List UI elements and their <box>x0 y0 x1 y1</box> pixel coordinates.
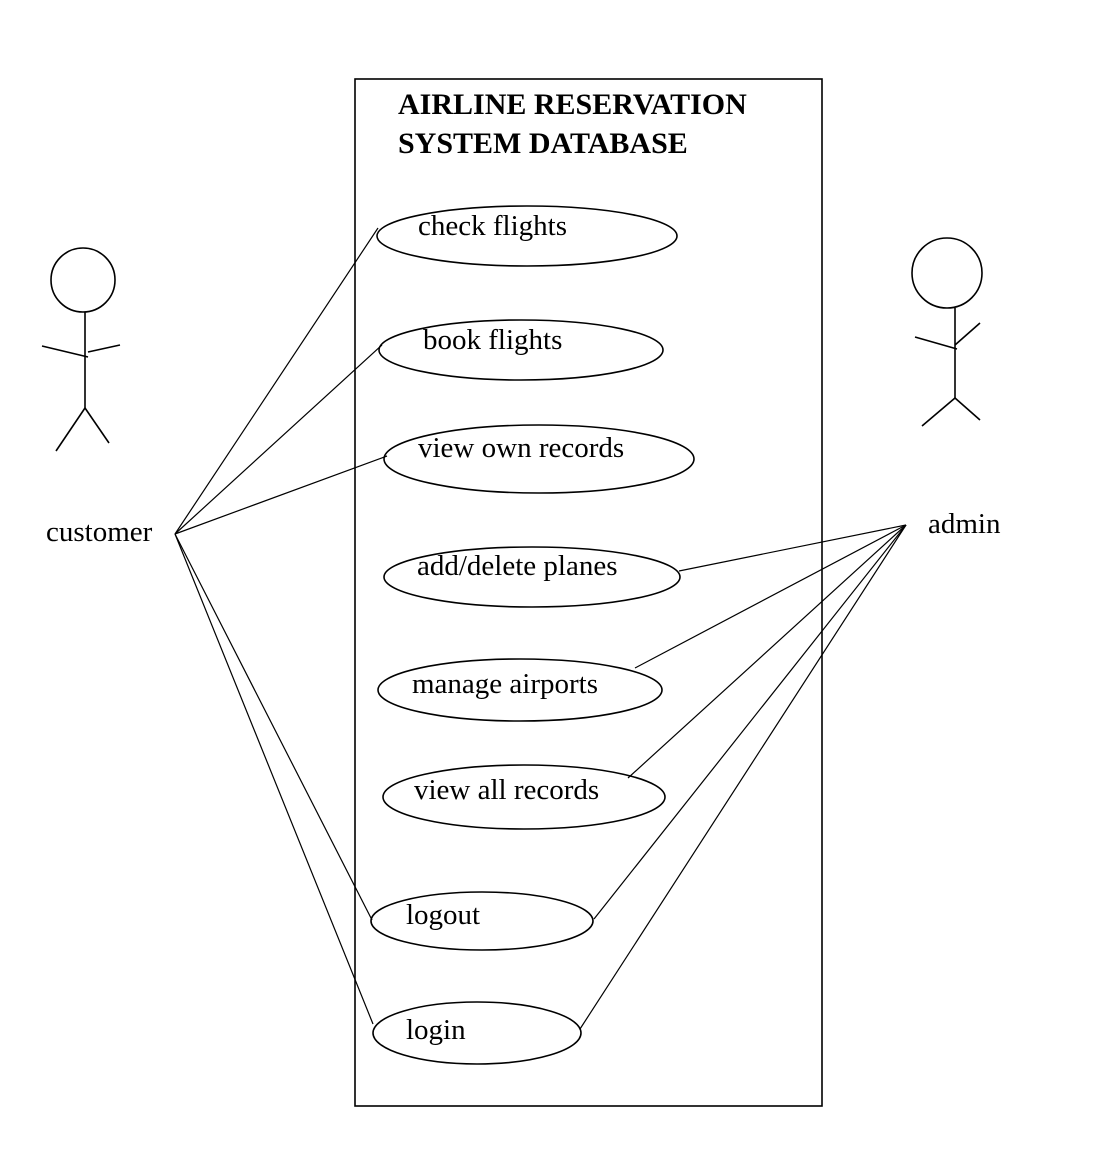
use-case-label: view all records <box>414 774 599 806</box>
use-case-label: login <box>406 1014 466 1046</box>
use-case-view-own-records[interactable]: view own records <box>383 424 695 494</box>
use-case-ellipse <box>383 546 681 608</box>
use-case-logout[interactable]: logout <box>370 891 594 951</box>
use-case-login[interactable]: login <box>372 1001 582 1065</box>
use-case-ellipse <box>382 764 666 830</box>
use-case-label: logout <box>406 899 480 931</box>
association-admin-logout <box>593 524 907 920</box>
actor-customer[interactable]: customer <box>41 247 153 548</box>
use-case-ellipse <box>372 1001 582 1065</box>
association-customer-login <box>174 533 374 1025</box>
stick-figure-icon <box>41 247 121 452</box>
use-case-book-flights[interactable]: book flights <box>378 319 664 381</box>
use-case-ellipse <box>370 891 594 951</box>
association-admin-add-delete-planes <box>678 524 907 572</box>
use-case-view-all-records[interactable]: view all records <box>382 764 666 830</box>
use-case-label: book flights <box>423 324 562 356</box>
actor-label: customer <box>46 516 153 548</box>
use-case-label: view own records <box>418 432 624 464</box>
system-boundary <box>354 78 823 1107</box>
use-case-add-delete-planes[interactable]: add/delete planes <box>383 546 681 608</box>
system-title-line-1: AIRLINE RESERVATION <box>398 88 747 121</box>
association-admin-view-all-records <box>627 524 907 779</box>
association-customer-check-flights <box>174 227 379 535</box>
use-case-manage-airports[interactable]: manage airports <box>377 658 663 722</box>
use-case-ellipse <box>376 205 678 267</box>
system-title-line-2: SYSTEM DATABASE <box>398 127 688 160</box>
use-case-check-flights[interactable]: check flights <box>376 205 678 267</box>
use-case-label: add/delete planes <box>417 550 618 582</box>
association-customer-logout <box>174 533 373 921</box>
association-admin-login <box>579 524 907 1030</box>
actor-label: admin <box>928 508 1001 540</box>
use-case-ellipse <box>377 658 663 722</box>
use-case-label: check flights <box>418 210 567 242</box>
association-customer-view-own-records <box>174 455 388 535</box>
actor-admin[interactable]: admin <box>911 237 1001 540</box>
use-case-ellipse <box>383 424 695 494</box>
association-lines <box>174 227 907 1030</box>
use-case-ellipse <box>378 319 664 381</box>
use-case-label: manage airports <box>412 668 598 700</box>
stick-figure-icon <box>911 237 983 427</box>
association-admin-manage-airports <box>634 524 907 669</box>
association-customer-book-flights <box>174 344 383 535</box>
